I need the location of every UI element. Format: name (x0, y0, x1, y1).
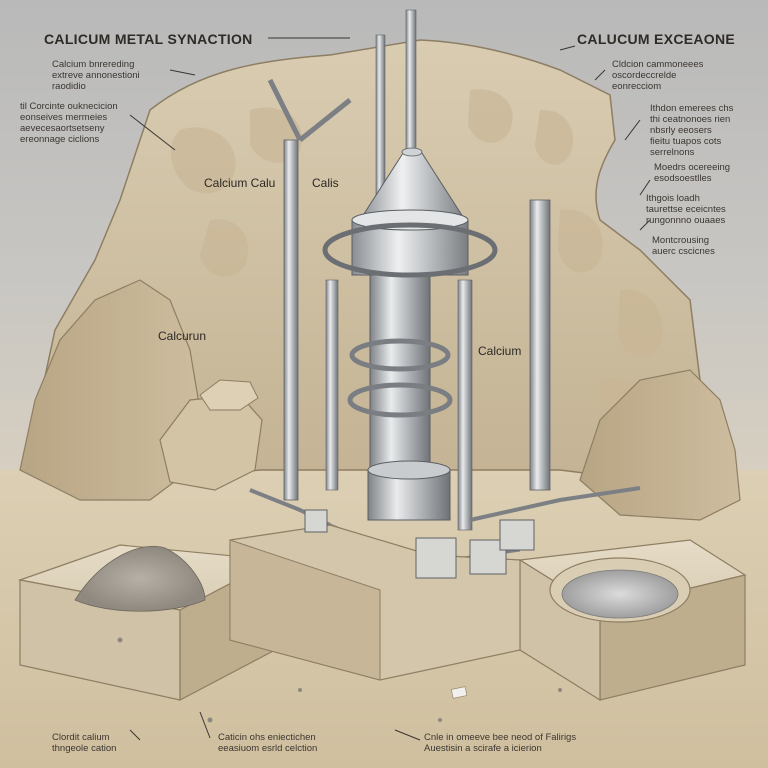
inline-label-4: Calcium (478, 344, 522, 358)
leader-line (639, 179, 651, 196)
pebble (207, 717, 213, 723)
pebble (558, 688, 562, 692)
support-arm (267, 78, 352, 142)
rock-cliff-right (579, 369, 741, 521)
note-right-4: Ithgois loadh taurettse eceicntes rungon… (646, 193, 726, 226)
reactor-ring-mid (349, 338, 451, 372)
pebble (438, 718, 442, 722)
note-right-5: Montcrousing auerc cscicnes (652, 235, 715, 257)
rock-cliff-left (19, 279, 201, 501)
note-left-2: til Corcinte ouknecicion eonseives merme… (20, 101, 118, 145)
leader-line (594, 69, 606, 81)
leader-line (129, 729, 141, 741)
support-pole-left (283, 139, 299, 501)
inline-label-3: Calcurun (158, 329, 207, 343)
support-pole-mid-left (325, 279, 339, 491)
inline-label-2: Calis (312, 176, 339, 190)
support-pole-top-a (375, 34, 386, 206)
valve-box-a (415, 537, 457, 579)
leader-line (559, 45, 576, 51)
diagram-title-right: CALUCUM EXCEAONE (577, 31, 736, 47)
pebble (298, 688, 302, 692)
reactor-base-top (367, 460, 451, 480)
support-pole-top-b (405, 9, 417, 161)
inline-label-1: Calcium Calu (204, 176, 276, 190)
note-right-1: Cldcion cammoneees oscordeccrelde eonrec… (612, 59, 704, 92)
sand-pile (74, 545, 206, 612)
rock-texture (92, 89, 663, 445)
leader-line (199, 711, 211, 739)
leader-line (394, 729, 421, 741)
diagram-title-left: CALICUM METAL SYNACTION (44, 31, 253, 47)
valve-box-d (304, 509, 328, 533)
leader-line (169, 69, 196, 76)
reactor-ring-low (347, 382, 453, 418)
support-pole-mid-right (457, 279, 473, 531)
caption-bottom-1: Clordit calium thngeole cation (52, 732, 117, 754)
caption-bottom-2: Caticin ohs eniectichen eeasiuom esrld c… (218, 732, 318, 754)
leader-line (129, 114, 176, 151)
reactor-cone-cap (401, 147, 423, 157)
pipe-right (469, 486, 641, 522)
valve-box-c (499, 519, 535, 551)
block-center-step (229, 539, 381, 681)
caption-bottom-3: Cnle in omeeve bee neod of Falirigs Aues… (424, 732, 577, 754)
pebble (117, 637, 123, 643)
paper-scrap (450, 686, 468, 699)
support-pole-right (529, 199, 551, 491)
boulder-small (199, 379, 259, 411)
pit-powder (561, 569, 679, 619)
leader-line (624, 119, 641, 141)
boulder-left (159, 394, 263, 491)
note-right-3: Moedrs ocereeing esodsoestlles (654, 162, 731, 184)
reactor-ring-top (322, 222, 498, 278)
note-right-2: Ithdon emerees chs thi ceatnonoes rien n… (650, 103, 734, 158)
leader-line (639, 219, 651, 231)
note-left-1: Calcium bnrereding extreve annonestioni … (52, 59, 140, 92)
